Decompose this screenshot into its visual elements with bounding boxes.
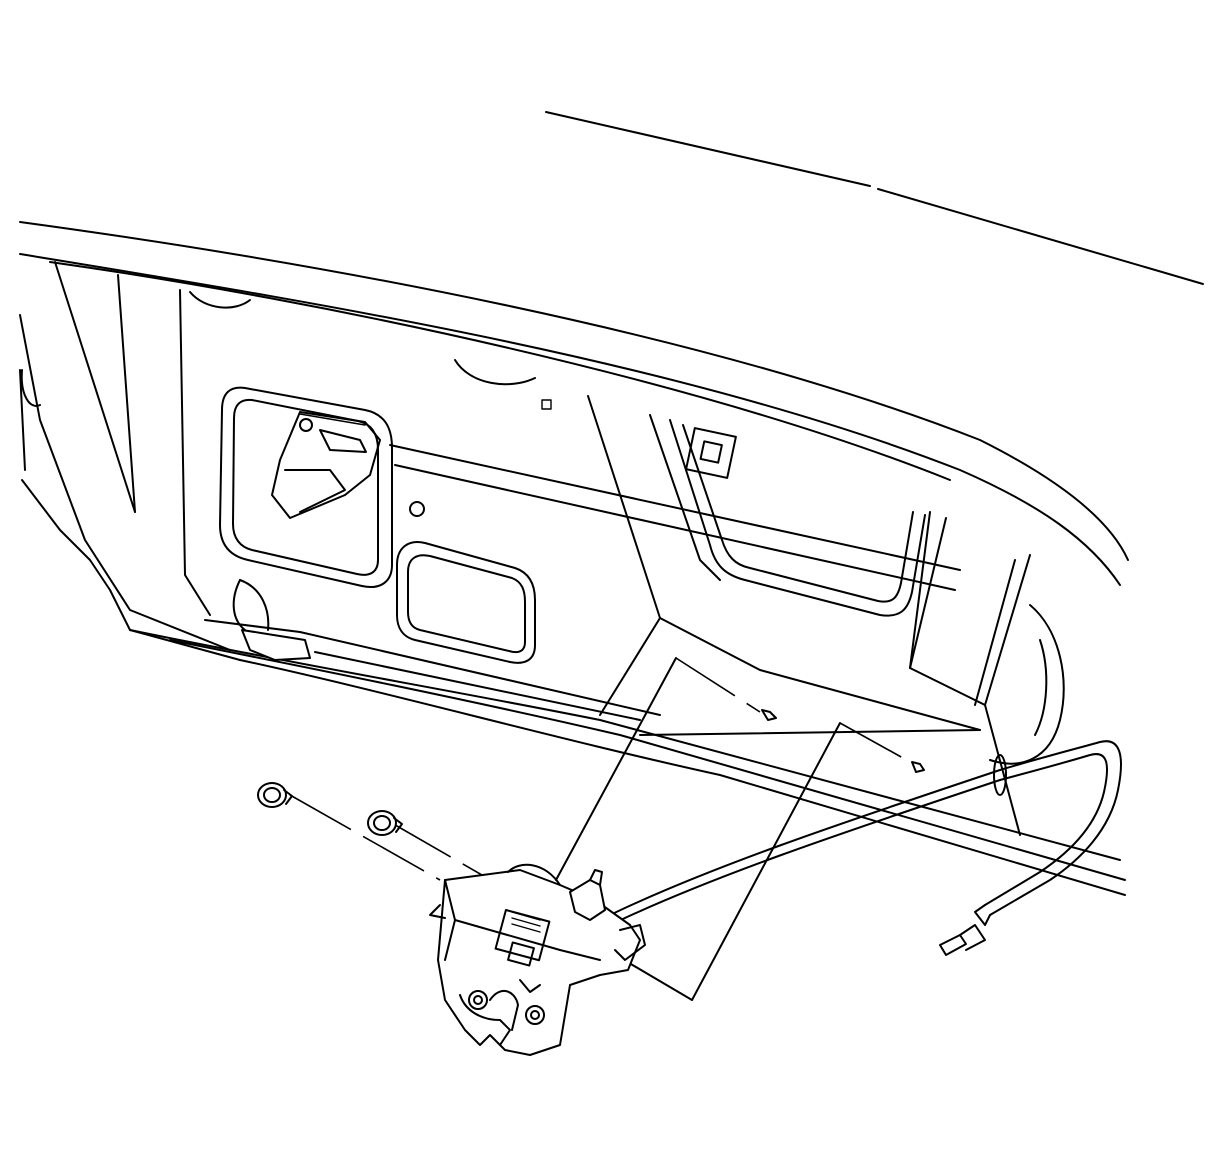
stud-icon [761, 709, 925, 773]
bolt-icon[interactable] [367, 810, 403, 836]
connector-icon [569, 869, 606, 921]
latch-assembly-icon[interactable] [429, 863, 646, 1056]
lamp-opening [219, 386, 393, 588]
release-cable-icon [599, 740, 1122, 956]
bolt-icon[interactable] [257, 782, 293, 808]
access-opening [396, 541, 536, 664]
deck-lid-inner-panel-icon [19, 221, 1129, 896]
body-edge-line [545, 111, 1204, 285]
lamp-socket-icon [271, 411, 381, 519]
